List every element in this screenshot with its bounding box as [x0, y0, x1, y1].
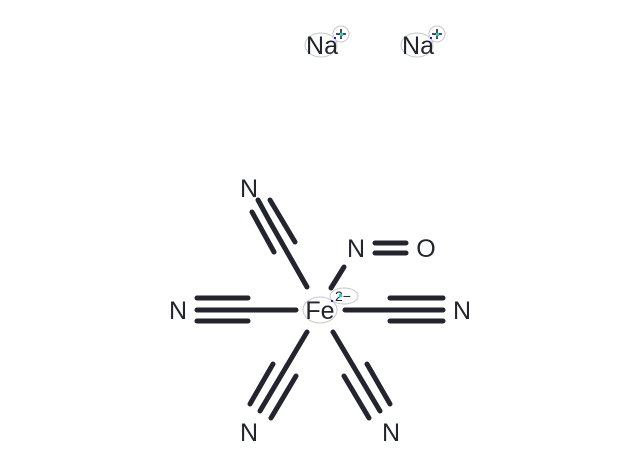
nitrogen-lower-right: N [382, 419, 400, 447]
nitrogen-right: N [453, 297, 471, 325]
sodium-ion-2: Na [400, 25, 446, 60]
sodium-label-1: Na [306, 32, 338, 60]
atom-labels: N N O N N N N [169, 175, 471, 447]
iron-label: Fe [305, 297, 334, 325]
iron-center: Fe 2− [302, 287, 359, 325]
iron-charge: 2− [335, 288, 351, 304]
sodium-ion-1: Na [304, 25, 350, 60]
nitrogen-left: N [169, 297, 187, 325]
nitrogen-lower-left: N [240, 419, 258, 447]
nitrosyl-nitrogen: N [347, 235, 365, 263]
bonds [194, 197, 446, 421]
sodium-label-2: Na [402, 32, 434, 60]
nitrogen-upper-left: N [240, 175, 258, 203]
nitrosyl-oxygen: O [416, 235, 435, 263]
